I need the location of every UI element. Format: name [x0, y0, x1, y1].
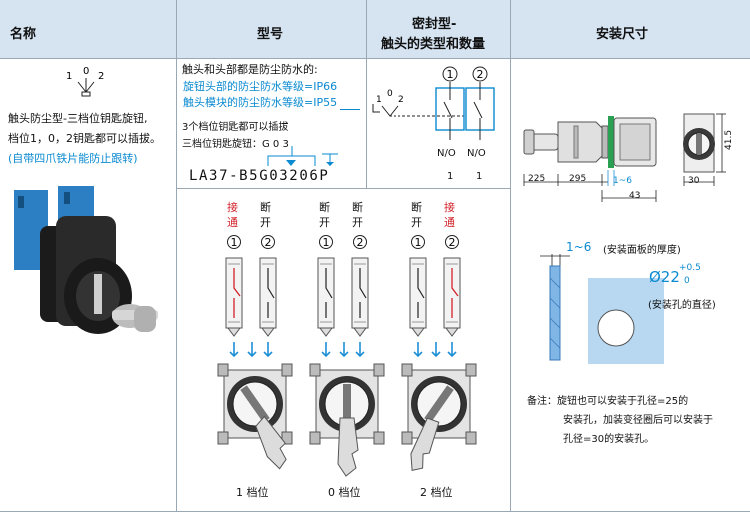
contact-count-2: 1: [476, 171, 483, 182]
name-desc-note: (自带四爪铁片能防止跟转): [8, 152, 138, 165]
model-code: LA37-B5G03206P: [189, 168, 330, 184]
model-line-4: 3个档位钥匙都可以插拔: [182, 122, 289, 133]
hole-note: (安装孔的直径): [648, 300, 716, 311]
dim-225: 225: [528, 174, 546, 184]
knob-positions: [217, 363, 477, 477]
state-1-c2-label: 断开: [260, 201, 271, 229]
blue-arrow-row: [229, 342, 457, 358]
name-desc-2: 档位1，0，2钥匙都可以插拔。: [8, 132, 161, 145]
bottom-border: [0, 511, 750, 512]
remark-line-2: 安装孔，加装变径圈后可以安装于: [563, 415, 713, 426]
state-contact-blocks: 1 2 1 2 1 2: [225, 235, 461, 337]
name-desc-1: 触头防尘型-三档位钥匙旋钮,: [8, 112, 148, 125]
remark-line-1: 备注：旋钮也可以安装于孔径=25的: [527, 396, 689, 407]
svg-text:1: 1: [66, 71, 72, 82]
dimension-drawing: [523, 113, 726, 202]
contact-type-2: N/O: [467, 148, 486, 159]
contact-type-1: N/O: [437, 148, 456, 159]
header-sealed-2: 触头的类型和数量: [381, 37, 486, 52]
model-line-5: 三档位钥匙旋钮：G 0 3: [182, 139, 289, 150]
hole-tol-zero: 0: [684, 276, 690, 286]
header-divider: [0, 58, 750, 59]
dim-1-6: 1~6: [613, 176, 632, 186]
svg-text:2: 2: [449, 236, 456, 249]
state-2-c1-label: 断开: [319, 201, 330, 229]
svg-text:1: 1: [376, 95, 382, 105]
col-divider: [176, 0, 177, 512]
svg-text:2: 2: [477, 68, 484, 81]
svg-text:1: 1: [231, 236, 238, 249]
row-divider: [176, 188, 510, 189]
col-divider: [510, 0, 511, 512]
state-2-position: 0 档位: [328, 486, 361, 499]
panel-range: 1~6: [566, 240, 592, 254]
svg-text:1: 1: [415, 236, 422, 249]
remark-line-3: 孔径=30的安装孔。: [563, 434, 655, 445]
dim-30: 30: [688, 176, 700, 186]
svg-text:2: 2: [357, 236, 364, 249]
svg-text:0: 0: [83, 66, 89, 77]
model-code-bracket: [267, 146, 338, 166]
product-photo: [14, 186, 158, 334]
svg-text:1: 1: [323, 236, 330, 249]
state-2-c2-label: 断开: [352, 201, 363, 229]
mounting-hole-drawing: [540, 254, 664, 364]
svg-text:2: 2: [265, 236, 272, 249]
state-3-c2-label: 接通: [444, 201, 455, 229]
key-position-icon: 1 0 2: [66, 66, 104, 97]
model-line-1: 触头和头部都是防尘防水的:: [182, 63, 318, 76]
contact-count-1: 1: [447, 171, 454, 182]
table-header: [0, 0, 750, 58]
dim-43: 43: [629, 191, 641, 201]
dim-415: 41.5: [724, 129, 734, 150]
svg-text:1: 1: [447, 68, 454, 81]
panel-note: (安装面板的厚度): [603, 245, 681, 256]
state-3-position: 2 档位: [420, 486, 453, 499]
header-sealed-1: 密封型-: [412, 17, 457, 32]
svg-text:2: 2: [98, 71, 104, 82]
dim-295: 295: [569, 174, 587, 184]
contact-diagram: 1 2 1 0 2: [372, 66, 495, 140]
model-line-3: 触头模块的防尘防水等级=IP55: [183, 96, 338, 109]
svg-text:0: 0: [387, 89, 393, 99]
hole-tol-plus: +0.5: [679, 263, 701, 273]
state-3-c1-label: 断开: [411, 201, 422, 229]
hole-diameter: Ø22: [649, 268, 680, 286]
col-divider: [366, 0, 367, 188]
svg-text:2: 2: [398, 95, 404, 105]
header-dimensions: 安装尺寸: [596, 27, 649, 42]
model-line-2: 旋钮头部的防尘防水等级=IP66: [183, 80, 338, 93]
ip-underline: [340, 109, 360, 110]
state-1-position: 1 档位: [236, 486, 269, 499]
header-name: 名称: [10, 27, 37, 42]
state-1-c1-label: 接通: [227, 201, 238, 229]
header-model: 型号: [257, 27, 284, 42]
